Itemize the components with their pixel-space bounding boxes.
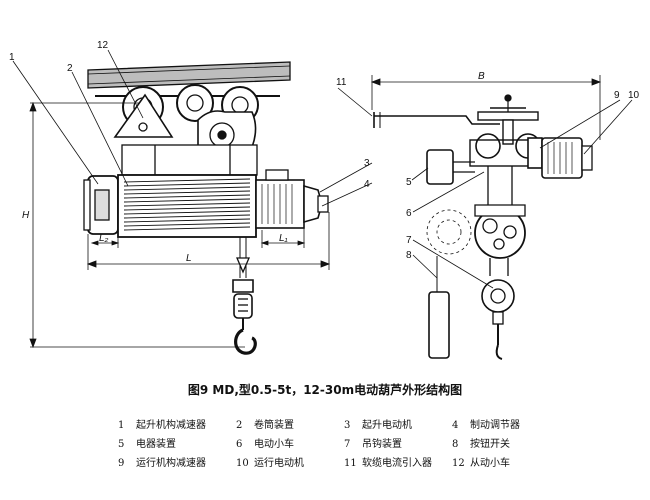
legend-item-label: 吊钩装置 <box>362 439 402 450</box>
parts-legend: 1 起升机构减速器 2 卷筒装置 3 起升电动机 4 制动调节器 5 电器装置 6 电动小车 7 吊钩装置… <box>118 414 558 471</box>
hoist-drawing: 1 2 12 3 4 11 9 10 5 6 7 8 H L L₂ L₁ B <box>9 40 640 360</box>
legend-item: 2 卷筒装置 <box>236 416 344 431</box>
cable-current-collector <box>373 112 500 128</box>
dim-b: B <box>478 71 485 82</box>
legend-item-number: 1 <box>118 420 125 431</box>
legend-item-number: 3 <box>344 420 351 431</box>
legend-item-number: 10 <box>236 458 249 469</box>
legend-item-number: 9 <box>118 458 125 469</box>
legend-item-number: 11 <box>344 458 357 469</box>
legend-item-label: 起升电动机 <box>362 420 412 431</box>
legend-item-label: 电器装置 <box>136 439 176 450</box>
dim-h: H <box>22 210 30 221</box>
legend-item-number: 4 <box>452 420 459 431</box>
legend-item-label: 运行机构减速器 <box>136 458 206 469</box>
legend-item-label: 软缆电流引入器 <box>362 458 432 469</box>
legend-item-label: 按钮开关 <box>470 439 510 450</box>
legend-row: 5 电器装置 6 电动小车 7 吊钩装置 8 按钮开关 <box>118 433 558 452</box>
hoist-side-section <box>426 166 526 259</box>
electrical-box <box>426 149 475 185</box>
callout-2: 2 <box>67 63 73 74</box>
legend-item-label: 起升机构减速器 <box>136 420 206 431</box>
legend-item: 11 软缆电流引入器 <box>344 454 452 469</box>
callout-3: 3 <box>364 158 370 169</box>
dim-l: L <box>186 253 192 264</box>
callout-labels: 1 2 12 3 4 11 9 10 5 6 7 8 <box>9 40 640 261</box>
dimension-labels: H L L₂ L₁ B <box>22 71 485 264</box>
callout-8: 8 <box>406 250 412 261</box>
legend-item-label: 电动小车 <box>254 439 294 450</box>
legend-item-label: 制动调节器 <box>470 420 520 431</box>
front-view <box>12 49 373 355</box>
callout-11: 11 <box>336 77 347 88</box>
legend-item: 10 运行电动机 <box>236 454 344 469</box>
legend-row: 1 起升机构减速器 2 卷筒装置 3 起升电动机 4 制动调节器 <box>118 414 558 433</box>
hook-assembly-side <box>481 258 515 360</box>
side-view <box>337 75 633 360</box>
dim-l1: L₁ <box>279 233 288 244</box>
callout-6: 6 <box>406 208 412 219</box>
rope-drum <box>117 174 257 238</box>
callout-4: 4 <box>364 179 370 190</box>
legend-item: 3 起升电动机 <box>344 416 452 431</box>
figure-caption: 图9 MD,型0.5-5t，12-30m电动葫芦外形结构图 <box>187 383 463 397</box>
callout-9: 9 <box>614 90 620 101</box>
legend-item-number: 7 <box>344 439 351 450</box>
hook-assembly <box>232 237 257 355</box>
dim-l2: L₂ <box>99 233 109 244</box>
legend-item-label: 从动小车 <box>470 458 510 469</box>
hoist-reducer <box>83 175 119 235</box>
pendant-button-switch <box>428 256 450 359</box>
legend-item: 7 吊钩装置 <box>344 435 452 450</box>
legend-item-number: 12 <box>452 458 465 469</box>
callout-1: 1 <box>9 52 15 63</box>
callout-7: 7 <box>406 235 412 246</box>
legend-item: 1 起升机构减速器 <box>118 416 236 431</box>
legend-item-number: 8 <box>452 439 459 450</box>
driven-trolley-plate <box>113 93 174 138</box>
callout-10: 10 <box>628 90 640 101</box>
callout-12: 12 <box>97 40 109 51</box>
hoist-motor <box>255 169 329 229</box>
travel-motor <box>541 137 593 179</box>
callout-5: 5 <box>406 177 412 188</box>
legend-item-number: 6 <box>236 439 243 450</box>
side-dimensions <box>370 75 602 140</box>
legend-row: 9 运行机构减速器 10 运行电动机 11 软缆电流引入器 12 从动小车 <box>118 452 558 471</box>
front-dimensions <box>29 101 331 349</box>
legend-item: 6 电动小车 <box>236 435 344 450</box>
legend-item: 9 运行机构减速器 <box>118 454 236 469</box>
legend-item: 4 制动调节器 <box>452 416 558 431</box>
legend-item-number: 2 <box>236 420 243 431</box>
legend-item-number: 5 <box>118 439 125 450</box>
legend-item-label: 卷筒装置 <box>254 420 294 431</box>
legend-item: 5 电器装置 <box>118 435 236 450</box>
legend-item-label: 运行电动机 <box>254 458 304 469</box>
legend-item: 8 按钮开关 <box>452 435 558 450</box>
legend-item: 12 从动小车 <box>452 454 558 469</box>
